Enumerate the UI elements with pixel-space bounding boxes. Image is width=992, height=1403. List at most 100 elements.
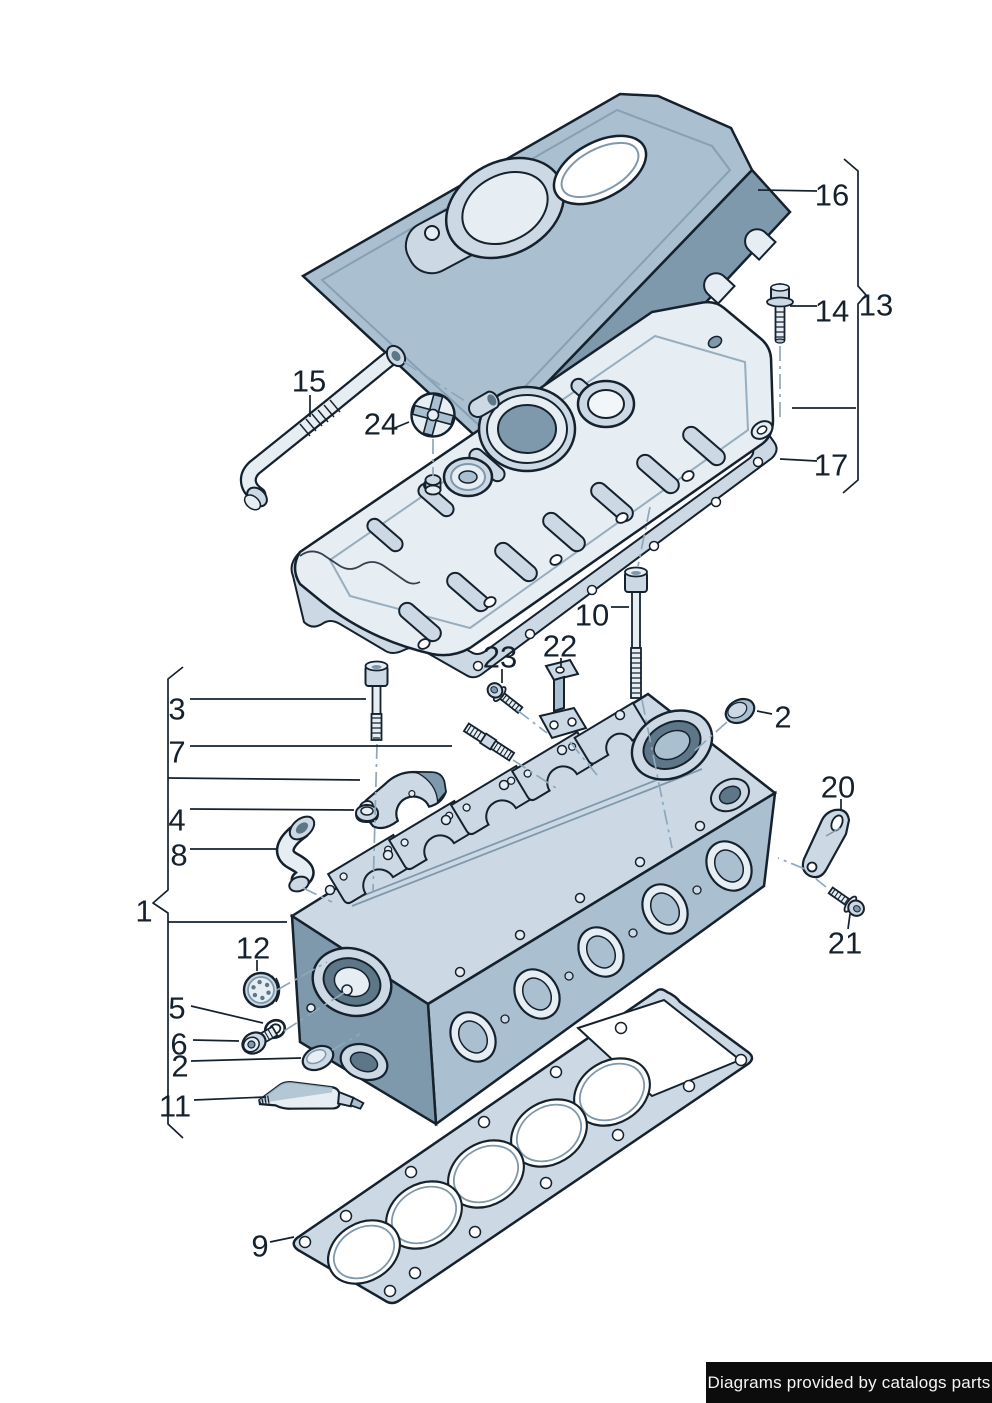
- leader-24-cover-cap: [391, 421, 410, 430]
- leader-9-head-gasket: [269, 1236, 295, 1243]
- cover-flange-holes: [417, 470, 695, 650]
- head-gasket: [292, 988, 754, 1305]
- socket-bolt-10: [624, 566, 648, 699]
- leader-11-sealant-tube: [193, 1096, 267, 1101]
- callout-7-stud: 7: [168, 735, 185, 770]
- leader-17-valve-cover-gasket: [779, 458, 818, 462]
- assembly-line-8: [569, 741, 598, 776]
- callout-20-lifting-bracket: 20: [821, 770, 855, 805]
- breather-pipe: [239, 344, 407, 511]
- footer-credit-bar: Diagrams provided by catalogs parts: [706, 1362, 992, 1403]
- callout-15-breather-pipe: 15: [292, 364, 326, 399]
- cam-bore-housing: [630, 709, 714, 781]
- cover-edge-bumps: [366, 377, 726, 643]
- footer-credit-text: Diagrams provided by catalogs parts: [707, 1372, 991, 1392]
- screw-plug-6: [241, 1025, 279, 1055]
- cover-oval-opening: [552, 134, 648, 206]
- cover-vent-hole: [424, 225, 440, 241]
- hex-bolt-23: [486, 682, 524, 715]
- callout-24-cover-cap: 24: [364, 407, 398, 442]
- leader-2-sealing-cap-left: [190, 1057, 302, 1062]
- small-hole: [306, 1003, 316, 1013]
- assembly-line-15: [815, 878, 827, 888]
- support-bracket-22: [538, 658, 588, 740]
- ribbed-cap: [442, 456, 494, 498]
- callout-22-support-bracket: 22: [543, 629, 577, 664]
- cylinder-head: [289, 692, 778, 1127]
- socket-bolt-3: [364, 660, 389, 741]
- assembly-line-2: [641, 699, 673, 849]
- breather-stub: [468, 390, 500, 418]
- group-13-bracket: [842, 158, 867, 494]
- assembly-line-1: [637, 506, 651, 567]
- callout-14-flange-bolt: 14: [815, 294, 849, 329]
- assembly-line-11: [283, 991, 346, 1032]
- cover-corner-tab: [750, 420, 774, 440]
- cover-round-port: [576, 379, 636, 429]
- callout-4-cap-nut: 4: [168, 803, 185, 838]
- cap-stub: [424, 474, 442, 496]
- left-face-cam-bore: [311, 946, 393, 1018]
- callout-21-hex-flange-bolt: 21: [828, 926, 862, 961]
- flange-bolt-14: [766, 282, 794, 344]
- gasket-holes: [298, 1021, 748, 1298]
- callout-5-seal-ring: 5: [168, 991, 185, 1026]
- callout-1-cylinder-head-group: 1: [135, 894, 152, 929]
- bearing-saddles: [326, 701, 649, 905]
- group-1-bracket: [152, 666, 184, 1139]
- callout-11-sealant-tube: 11: [159, 1089, 191, 1124]
- assembly-line-4: [403, 361, 466, 402]
- assembly-line-13: [302, 887, 333, 903]
- assembly-line-12: [331, 1033, 361, 1051]
- assembly-line-5: [512, 759, 557, 789]
- cover-corner-hole: [707, 335, 723, 349]
- callout-16-engine-cover: 16: [815, 178, 849, 213]
- leader-6-screw-plug: [192, 1039, 240, 1042]
- assembly-line-10: [276, 961, 328, 991]
- assembly-line-0: [372, 743, 378, 893]
- callout-17-valve-cover-gasket: 17: [814, 448, 848, 483]
- plug-hole: [341, 984, 353, 996]
- callout-8-coolant-elbow: 8: [170, 838, 187, 873]
- pipe-end-fitting: [243, 486, 268, 511]
- callout-2-sealing-cap-left: 2: [171, 1049, 188, 1084]
- cover-cap-boss: [404, 156, 566, 275]
- leader-21-hex-flange-bolt: [847, 913, 851, 930]
- camshaft-bearing-cap: [358, 770, 447, 830]
- leader-4-cap-nut: [189, 808, 355, 811]
- gasket-bores: [327, 1057, 651, 1285]
- valve-cover: [293, 300, 775, 657]
- assembly-line-9: [690, 721, 728, 755]
- callout-3-socket-head-bolt: 3: [168, 692, 185, 727]
- lifting-bracket-20: [801, 808, 851, 879]
- callout-23-hex-bolt-small: 23: [483, 640, 517, 675]
- cap-nut-4: [355, 804, 379, 824]
- callout-9-head-gasket: 9: [251, 1229, 268, 1264]
- callout-2-sealing-cap-right: 2: [774, 700, 791, 735]
- leader-2-sealing-cap-right: [756, 710, 773, 715]
- deck-holes: [324, 709, 706, 978]
- sealant-tube-11: [258, 1080, 365, 1110]
- assembly-line-7: [516, 709, 548, 734]
- callout-10-cover-bolt-long: 10: [575, 598, 609, 633]
- stud-7: [462, 722, 516, 762]
- group-1-to-bearing-cap: [167, 777, 361, 781]
- end-bore: [709, 777, 751, 813]
- exhaust-ports: [449, 840, 753, 1063]
- sealing-cap-right: [724, 697, 756, 725]
- callout-13-valve-cover-group: 13: [859, 288, 893, 323]
- left-face-port: [339, 1042, 389, 1082]
- hex-bolt-21: [827, 886, 865, 917]
- cover-cap-24: [410, 392, 456, 438]
- pipe-connector: [385, 344, 407, 368]
- leader-5-seal-ring: [190, 1005, 264, 1024]
- sealing-cap-left: [301, 1044, 335, 1072]
- blanking-cap-12: [242, 971, 281, 1009]
- callout-6-screw-plug: 6: [170, 1027, 187, 1062]
- assembly-line-14: [777, 857, 806, 870]
- coolant-elbow-8: [275, 815, 316, 893]
- callout-12-blanking-cap: 12: [236, 931, 270, 966]
